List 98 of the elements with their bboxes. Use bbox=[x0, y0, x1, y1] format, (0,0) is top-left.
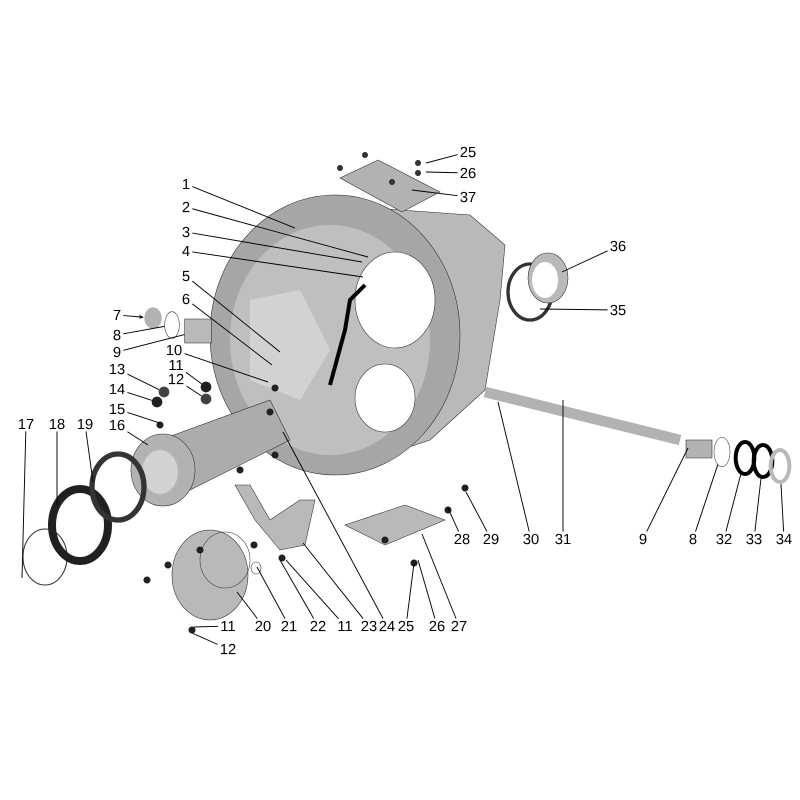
leader-line bbox=[126, 374, 160, 390]
callout-number: 17 bbox=[18, 418, 34, 430]
callout-number: 11 bbox=[170, 360, 183, 370]
leader-line bbox=[192, 232, 362, 262]
leader-line bbox=[126, 392, 152, 401]
leader-line bbox=[412, 190, 458, 196]
leader-line bbox=[302, 542, 364, 620]
callout-number: 20 bbox=[256, 620, 271, 632]
leader-line bbox=[236, 592, 258, 620]
leader-line bbox=[194, 626, 219, 628]
callout-number: 8 bbox=[114, 330, 120, 340]
callout-number: 28 bbox=[454, 534, 470, 544]
callout-number: 34 bbox=[776, 534, 792, 544]
leader-line bbox=[192, 208, 368, 258]
leader-line bbox=[185, 372, 202, 384]
callout-number: 30 bbox=[523, 534, 539, 544]
callout-number: 26 bbox=[430, 620, 444, 632]
leader-line bbox=[406, 562, 414, 620]
leader-line bbox=[192, 280, 280, 352]
callout-number: 11 bbox=[222, 620, 235, 632]
leader-line bbox=[86, 431, 94, 482]
callout-number: 23 bbox=[362, 620, 376, 632]
leader-line bbox=[426, 154, 458, 164]
washer bbox=[200, 382, 212, 392]
leader-line bbox=[126, 431, 148, 446]
bolt-head bbox=[158, 386, 170, 398]
leader-line bbox=[562, 250, 608, 272]
cap bbox=[144, 307, 162, 329]
leader-line bbox=[184, 353, 268, 382]
callout-number: 12 bbox=[168, 374, 184, 384]
leader-line bbox=[422, 534, 456, 620]
sealing-ring bbox=[768, 448, 792, 484]
leader-line bbox=[192, 251, 364, 278]
leader-line bbox=[754, 478, 762, 532]
leader-line bbox=[646, 448, 688, 532]
callout-number: 37 bbox=[460, 192, 476, 202]
sealing-ring bbox=[752, 443, 774, 479]
leader-line bbox=[498, 402, 530, 532]
callout-number: 18 bbox=[50, 418, 64, 430]
bushing bbox=[184, 318, 212, 344]
leader-line bbox=[192, 186, 296, 228]
leader-line bbox=[56, 431, 58, 506]
callout-number: 14 bbox=[110, 384, 125, 394]
callout-number: 26 bbox=[460, 168, 476, 178]
callout-number: 21 bbox=[282, 620, 296, 632]
callout-number: 32 bbox=[716, 534, 732, 544]
callout-number: 25 bbox=[460, 146, 476, 158]
callout-number: 19 bbox=[78, 418, 92, 430]
callout-number: 10 bbox=[166, 344, 182, 356]
callout-number: 35 bbox=[610, 304, 626, 316]
leader-line bbox=[466, 492, 488, 532]
callout-number: 11 bbox=[338, 620, 352, 632]
leader-line bbox=[186, 385, 202, 396]
leader-line bbox=[448, 508, 460, 532]
callout-number: 12 bbox=[220, 644, 236, 654]
callout-number: 5 bbox=[182, 270, 190, 282]
callout-number: 1 bbox=[183, 178, 190, 190]
callout-number: 9 bbox=[114, 346, 120, 358]
callout-number: 4 bbox=[182, 246, 190, 256]
leader-line bbox=[122, 326, 165, 334]
leader-line bbox=[725, 474, 742, 532]
leader-line bbox=[562, 400, 564, 532]
callout-number: 6 bbox=[182, 294, 190, 304]
leader-line bbox=[695, 464, 718, 532]
leader-line bbox=[122, 334, 185, 351]
callout-number: 33 bbox=[746, 534, 762, 544]
o-ring bbox=[714, 437, 730, 467]
leader-line bbox=[256, 566, 286, 620]
callout-number: 13 bbox=[110, 364, 124, 374]
leader-line bbox=[126, 412, 160, 424]
callout-number: 15 bbox=[110, 404, 125, 414]
leader-line bbox=[286, 560, 339, 620]
o-ring bbox=[164, 311, 180, 339]
callout-number: 7 bbox=[114, 310, 120, 320]
leader-line bbox=[22, 430, 26, 578]
sealing-ring bbox=[734, 440, 756, 476]
callout-number: 2 bbox=[182, 202, 190, 212]
leader-line bbox=[418, 560, 436, 620]
callout-number: 22 bbox=[310, 620, 326, 632]
callout-number: 9 bbox=[640, 534, 646, 544]
callout-number: 24 bbox=[380, 620, 395, 632]
washer bbox=[152, 396, 162, 408]
leader-line bbox=[282, 432, 384, 620]
callout-number: 16 bbox=[110, 420, 124, 430]
leader-line bbox=[192, 303, 272, 366]
leader-line bbox=[540, 308, 608, 310]
leader-line bbox=[780, 483, 784, 532]
callout-number: 8 bbox=[690, 534, 696, 544]
callout-number: 36 bbox=[610, 240, 626, 252]
leader-line bbox=[192, 632, 218, 645]
callout-number: 31 bbox=[555, 534, 570, 544]
callout-number: 27 bbox=[452, 620, 466, 632]
callout-number: 29 bbox=[484, 534, 498, 544]
callout-number: 3 bbox=[182, 226, 190, 238]
leader-line bbox=[280, 560, 314, 620]
callout-number: 25 bbox=[398, 620, 414, 632]
leader-line bbox=[426, 172, 458, 174]
bolt-head bbox=[200, 394, 212, 404]
